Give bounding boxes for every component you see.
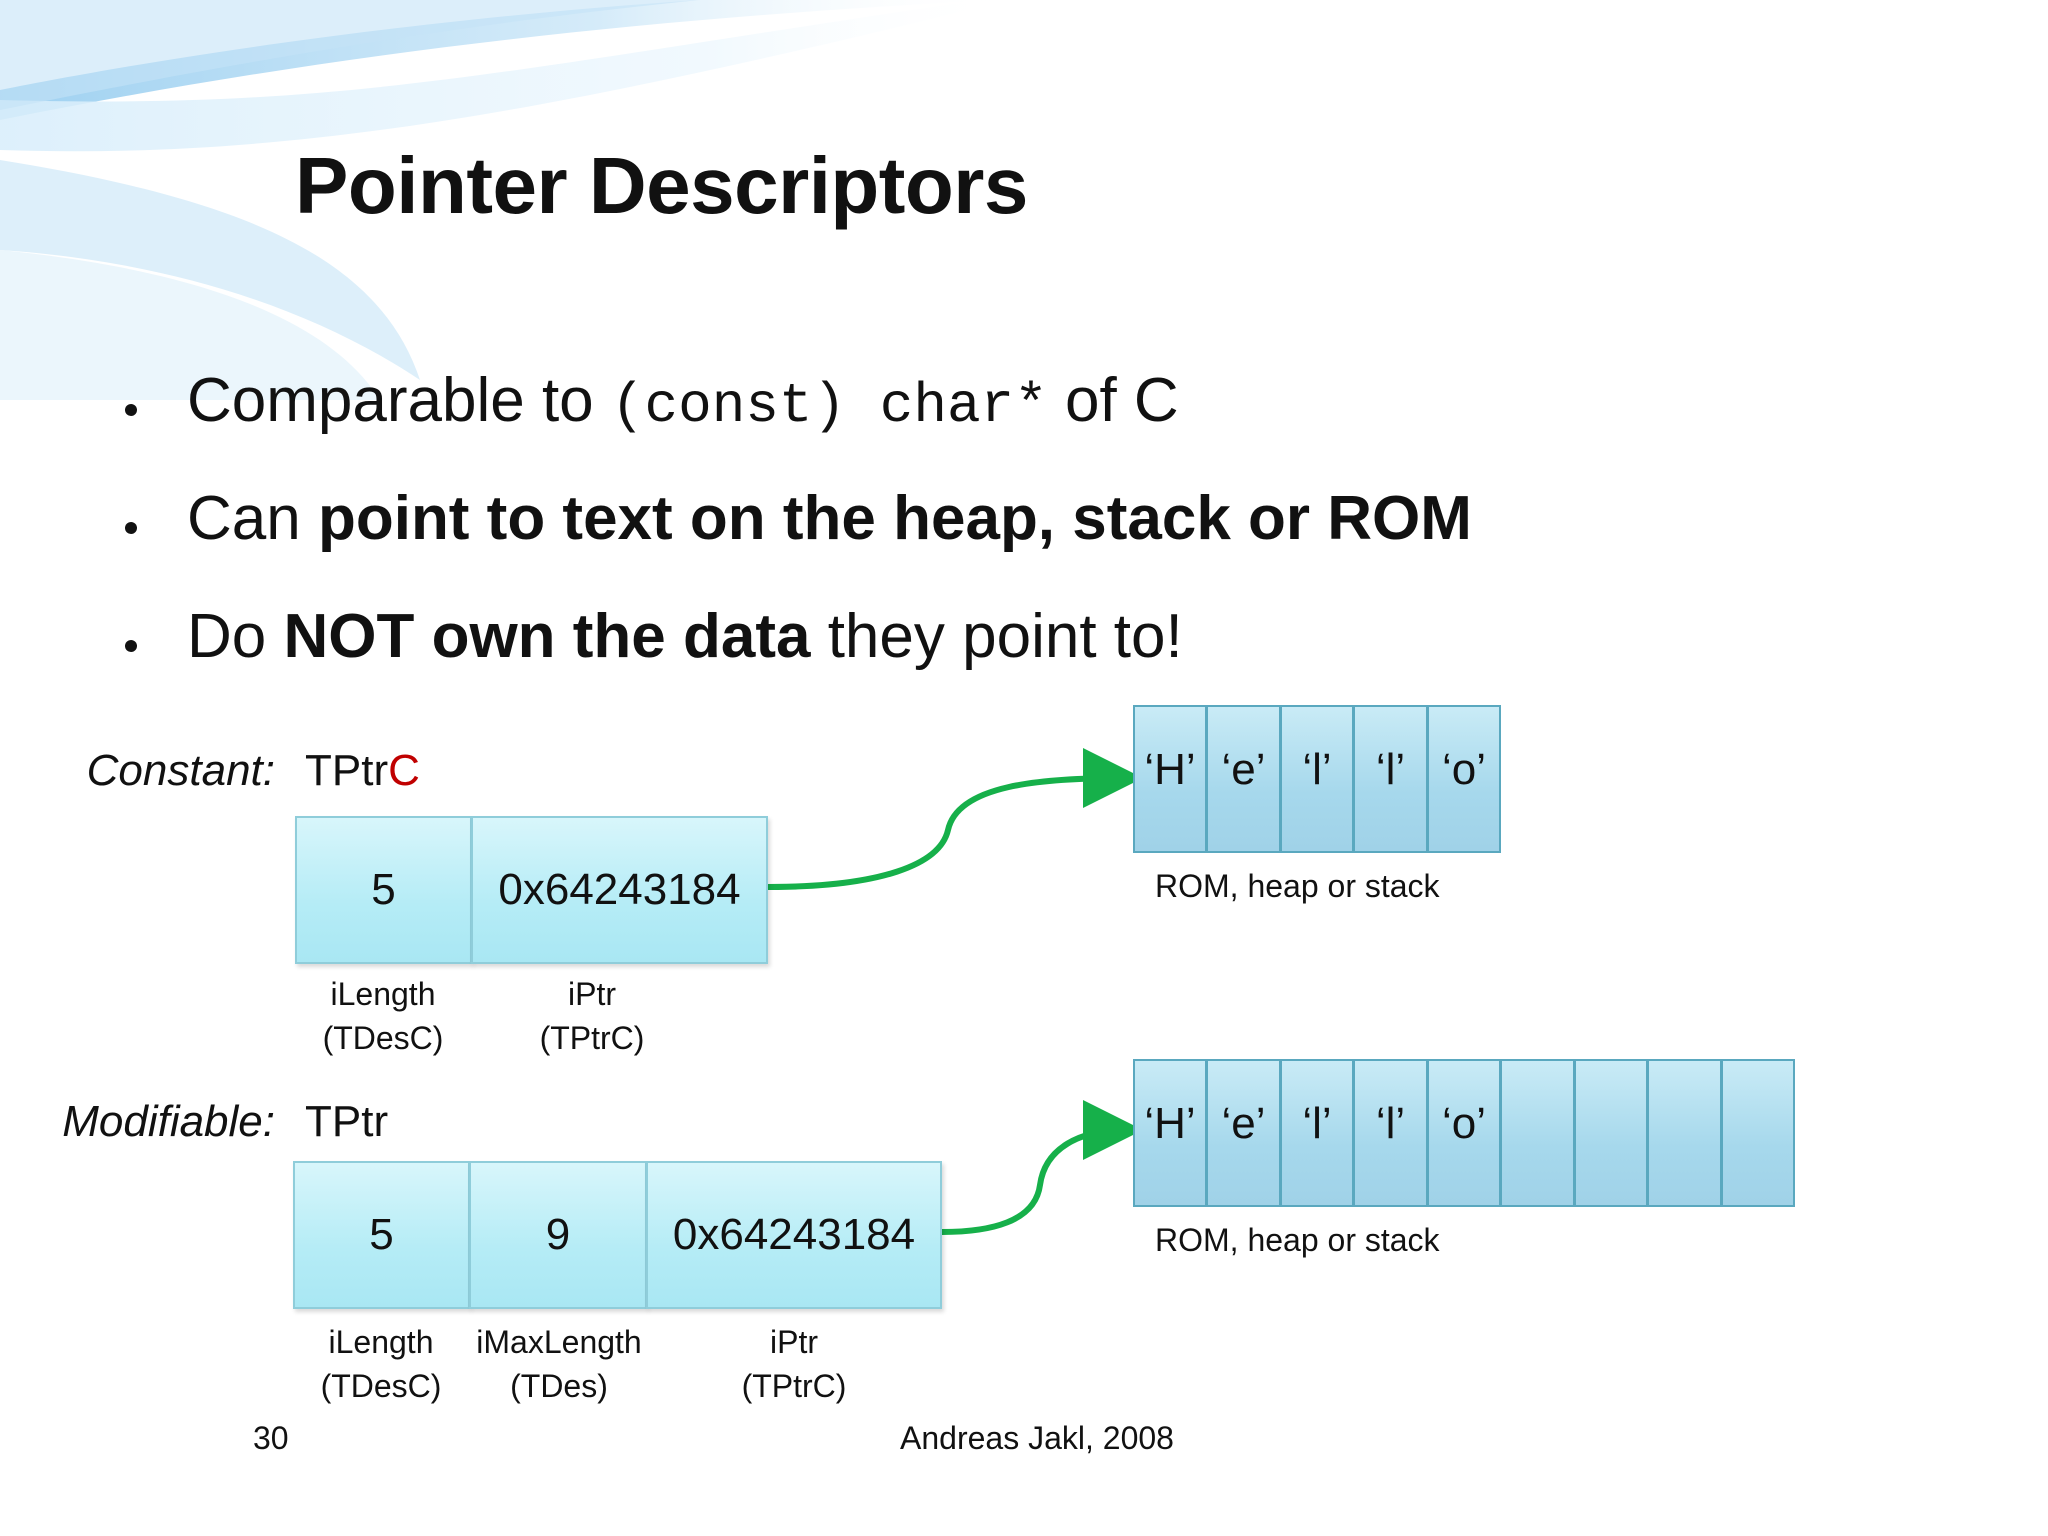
bullet-text: Comparable to (const) char* of C xyxy=(187,366,1179,438)
constant-memory-caption: ROM, heap or stack xyxy=(1155,868,1440,904)
bullet-dot-icon xyxy=(125,522,137,534)
modifiable-memory-caption: ROM, heap or stack xyxy=(1155,1222,1440,1258)
constant-length-field: 5 xyxy=(295,816,472,964)
bullet-item: Comparable to (const) char* of C xyxy=(120,365,1179,438)
modifiable-label: Modifiable: xyxy=(62,1097,275,1146)
pointer-arrow-constant xyxy=(767,748,1143,890)
modifiable-length-field: 5 xyxy=(293,1161,470,1309)
modifiable-ptr-field: 0x64243184 xyxy=(646,1161,942,1309)
memory-cell-empty xyxy=(1647,1059,1722,1207)
memory-cell: ‘e’ xyxy=(1206,1059,1281,1207)
modifiable-length-caption: iLength(TDesC) xyxy=(320,1324,442,1404)
bullet-item: Can point to text on the heap, stack or … xyxy=(120,483,1472,554)
memory-cell-empty xyxy=(1500,1059,1575,1207)
memory-cell-empty xyxy=(1574,1059,1648,1207)
bullet-text: Do NOT own the data they point to! xyxy=(187,602,1183,671)
modifiable-ptr-caption: iPtr(TPtrC) xyxy=(741,1324,847,1404)
bullet-dot-icon xyxy=(125,404,137,416)
memory-cell-empty xyxy=(1721,1059,1795,1207)
constant-type-label: TPtrC xyxy=(305,746,420,795)
modifiable-type-label: TPtr xyxy=(305,1097,389,1146)
memory-cell: ‘l’ xyxy=(1280,1059,1354,1207)
page-number: 30 xyxy=(253,1420,289,1456)
modifiable-maxlength-caption: iMaxLength(TDes) xyxy=(476,1324,642,1404)
background-swoosh xyxy=(0,0,1010,400)
slide-title: Pointer Descriptors xyxy=(295,141,1028,230)
memory-cell: ‘l’ xyxy=(1280,705,1354,853)
bullet-item: Do NOT own the data they point to! xyxy=(120,601,1183,672)
type-suffix-c: C xyxy=(388,746,420,795)
footer-author: Andreas Jakl, 2008 xyxy=(900,1420,1174,1456)
memory-cell: ‘l’ xyxy=(1353,705,1428,853)
memory-cell: ‘H’ xyxy=(1133,705,1207,853)
constant-length-caption: iLength(TDesC) xyxy=(322,976,444,1056)
memory-cell: ‘e’ xyxy=(1206,705,1281,853)
memory-cell: ‘o’ xyxy=(1427,705,1501,853)
memory-cell: ‘o’ xyxy=(1427,1059,1501,1207)
bullet-text: Can point to text on the heap, stack or … xyxy=(187,484,1472,553)
memory-cell: ‘H’ xyxy=(1133,1059,1207,1207)
code-snippet: (const) char* xyxy=(610,374,1048,438)
modifiable-maxlength-field: 9 xyxy=(469,1161,647,1309)
memory-cell: ‘l’ xyxy=(1353,1059,1428,1207)
pointer-arrow-modifiable xyxy=(941,1100,1143,1235)
bullet-dot-icon xyxy=(125,640,137,652)
constant-ptr-caption: iPtr(TPtrC) xyxy=(539,976,645,1056)
constant-label: Constant: xyxy=(86,746,275,795)
constant-ptr-field: 0x64243184 xyxy=(471,816,768,964)
